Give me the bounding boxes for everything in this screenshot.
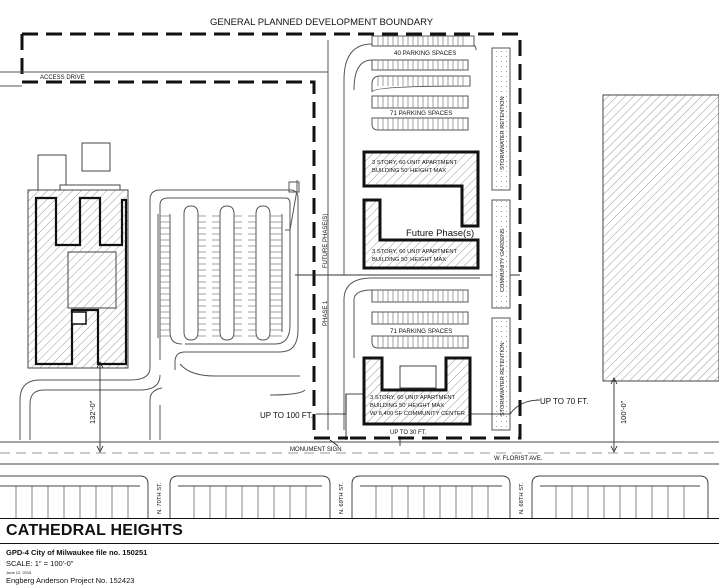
parking-bay-upper [371, 75, 471, 131]
stormwater-retention-lower [491, 317, 511, 431]
date-line: June 12, 2015 [6, 570, 32, 575]
parking-lower-label: 71 PARKING SPACES [390, 328, 452, 335]
title-block-rule-mid [0, 543, 719, 544]
parking-stall-lines-right [377, 36, 464, 348]
stormwater-retention-upper [491, 47, 511, 191]
street-n69-label: N. 69TH ST. [339, 482, 345, 514]
parking-upper-label: 71 PARKING SPACES [390, 110, 452, 117]
setback-100-label: UP TO 100 FT. [260, 411, 313, 420]
gpd-boundary [20, 32, 522, 440]
building-c-label-1: 3 STORY, 60 UNIT APARTMENT [370, 395, 456, 401]
site-plan-drawing: GENERAL PLANNED DEVELOPMENT BOUNDARY ACC… [0, 17, 719, 518]
project-title: CATHEDRAL HEIGHTS [6, 522, 184, 539]
parking-stall-lines [160, 215, 282, 337]
dimension-132-label: 132'-0" [88, 400, 97, 424]
w-florist-ave-label: W. FLORIST AVE. [494, 456, 543, 462]
setback-70-label: UP TO 70 FT. [540, 397, 588, 406]
future-phase-label: Future Phase(s) [406, 228, 474, 239]
setback-leaders [316, 393, 541, 447]
building-c-label-3: W/ 6,400 SF COMMUNITY CENTER [370, 411, 465, 417]
w-florist-ave [0, 441, 719, 465]
community-center-courtyard [399, 365, 437, 389]
street-n68-label: N. 68TH ST. [519, 482, 525, 514]
stormwater-lower-label: STORMWATER RETENTION [500, 342, 506, 416]
parking-bay-lower [371, 289, 469, 349]
title-block: CATHEDRAL HEIGHTS GPD-4 City of Milwauke… [0, 518, 719, 588]
existing-building-left [27, 142, 129, 369]
building-a-label-2: BUILDING 50' HEIGHT MAX [372, 168, 446, 174]
parking-top-label: 40 PARKING SPACES [394, 50, 456, 57]
site-drive-aisles [327, 40, 480, 430]
stormwater-upper-label: STORMWATER RETENTION [500, 96, 506, 170]
south-lot-dividers [15, 486, 685, 518]
project-number-line: Engberg Anderson Project No. 152423 [6, 576, 135, 585]
community-gardens-area [491, 199, 511, 309]
setback-30-label: UP TO 30 FT. [390, 430, 427, 436]
access-drive [0, 71, 328, 87]
monument-sign-label: MONUMENT SIGN [290, 447, 342, 453]
proposed-building-b [362, 198, 480, 270]
south-lots [0, 475, 709, 518]
existing-building-right [602, 94, 719, 382]
future-phase-vertical-label: FUTURE PHASE(S) [323, 214, 329, 268]
existing-parking-lot [149, 189, 299, 370]
scale-line: SCALE: 1" = 100'-0" [6, 559, 74, 568]
building-b-label-2: BUILDING 50' HEIGHT MAX [372, 257, 446, 263]
dimension-100 [610, 377, 618, 453]
access-drive-label: ACCESS DRIVE [40, 75, 85, 81]
gpd-boundary-label: GENERAL PLANNED DEVELOPMENT BOUNDARY [210, 17, 434, 28]
building-b-label-1: 3 STORY, 60 UNIT APARTMENT [372, 249, 458, 255]
dimension-132 [96, 361, 104, 453]
phase-1-label: PHASE 1 [323, 300, 329, 326]
file-number-line: GPD-4 City of Milwaukee file no. 150251 [6, 548, 148, 557]
building-c-label-2: BUILDING 50' HEIGHT MAX [370, 403, 444, 409]
building-a-label-1: 3 STORY, 60 UNIT APARTMENT [372, 160, 458, 166]
street-n70-label: N. 70TH ST. [157, 482, 163, 514]
proposed-building-a [362, 150, 480, 228]
community-gardens-label: COMMUNITY GARDENS [500, 228, 506, 292]
existing-driveways [19, 180, 306, 440]
title-block-rule-top [0, 518, 719, 519]
proposed-building-c [362, 356, 472, 426]
dimension-100-label: 100'-0" [619, 400, 628, 424]
